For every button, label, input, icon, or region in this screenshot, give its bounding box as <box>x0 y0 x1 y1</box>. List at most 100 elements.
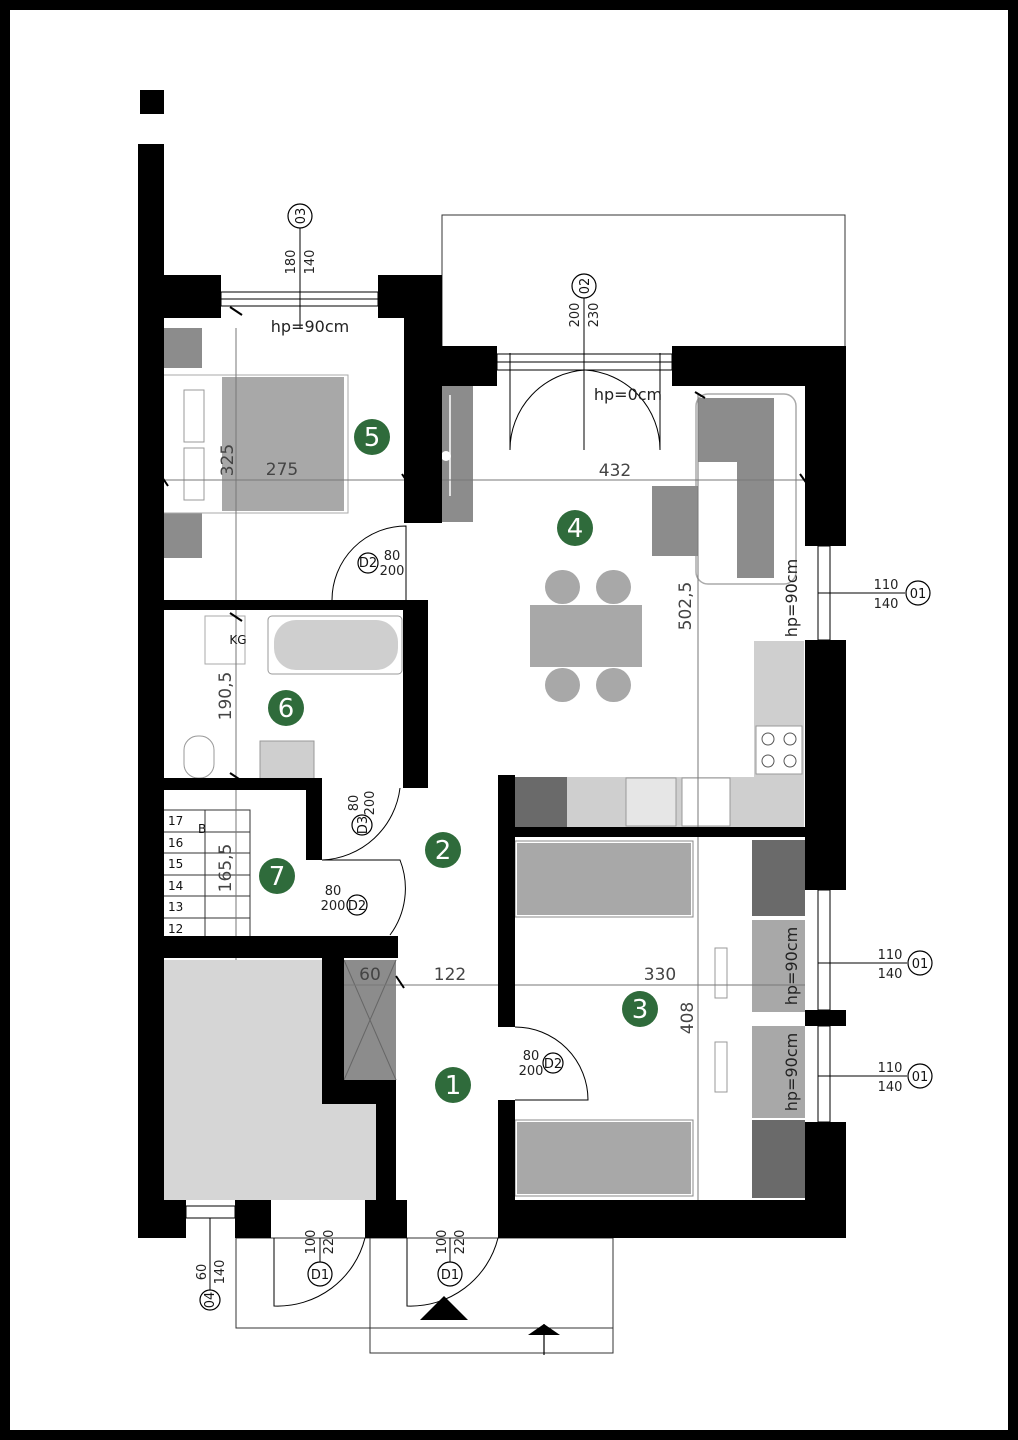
single-bed <box>517 1122 691 1194</box>
window-tag: 01 <box>912 1070 929 1085</box>
toilet <box>183 735 215 779</box>
room-marker-5 <box>354 419 390 455</box>
burner <box>783 732 797 746</box>
window-01-room3 <box>817 1025 831 1123</box>
bathtub <box>274 620 398 670</box>
room-number: 5 <box>364 423 381 453</box>
dimension-label: 122 <box>434 965 466 985</box>
dimension-lines <box>163 328 805 1200</box>
dimension-label: 275 <box>266 460 298 480</box>
wall-storage-east <box>322 958 344 1082</box>
stair-step-number: 16 <box>168 836 183 850</box>
window-tag: 01 <box>912 957 929 972</box>
tag-leaders <box>209 228 907 1310</box>
stair-step-number: 15 <box>168 857 183 871</box>
stair-step-number: 12 <box>168 922 183 936</box>
room-marker-6 <box>268 690 304 726</box>
desk-chair <box>714 947 728 999</box>
window-height: 140 <box>213 1260 228 1285</box>
entrance-terrace-outline <box>235 1237 614 1329</box>
chair <box>596 570 631 604</box>
door-swing-terrace-right <box>584 353 661 451</box>
door-swing-terrace-left <box>509 353 586 451</box>
wall-east <box>805 640 846 890</box>
room-number: 1 <box>445 1071 462 1101</box>
balcony-outline <box>441 214 846 361</box>
window-01-room3 <box>817 889 831 1011</box>
wall-south-segment <box>365 1200 407 1238</box>
stair-mark: B <box>198 822 206 836</box>
wall-north-segment <box>138 275 221 318</box>
wall-bath-south <box>163 778 309 790</box>
door-height: 220 <box>453 1230 468 1255</box>
door-height: 200 <box>380 564 405 579</box>
window-width: 110 <box>878 948 903 963</box>
door-swing-d1-main <box>406 1237 499 1307</box>
door-tag: D2 <box>544 1057 562 1072</box>
door-width: 80 <box>347 795 362 812</box>
wall-bath-east <box>403 600 428 788</box>
window-sill-height: hp=0cm <box>594 385 662 404</box>
cooktop <box>755 725 803 775</box>
coffee-table <box>652 486 698 556</box>
window-width: 200 <box>568 303 583 328</box>
room3-wardrobe <box>752 1120 805 1198</box>
burner <box>761 754 775 768</box>
door-height: 200 <box>321 899 346 914</box>
wall-east <box>805 1010 846 1026</box>
dimension-label: 408 <box>678 1002 698 1034</box>
dimension-label: 432 <box>599 461 631 481</box>
door-tag: D1 <box>311 1268 329 1283</box>
sofa-seat <box>698 398 774 462</box>
door-height: 200 <box>363 791 378 816</box>
pillow <box>183 447 205 501</box>
door-tag: D1 <box>441 1268 459 1283</box>
window-tag: 02 <box>578 278 593 295</box>
dimension-label: 330 <box>644 965 676 985</box>
floor-plan: 17 16 15 14 13 12 B <box>138 90 933 1355</box>
wall-room3-north <box>515 827 815 837</box>
dining-table <box>530 605 642 667</box>
room-number: 2 <box>435 836 452 866</box>
room-markers: 1 2 3 4 5 6 7 <box>259 419 658 1103</box>
door-height: 220 <box>322 1230 337 1255</box>
wall-storage-east <box>322 1080 376 1104</box>
tag-bubbles <box>199 203 933 1311</box>
fridge <box>515 777 567 827</box>
wall-east <box>805 1122 846 1238</box>
chair <box>545 570 580 604</box>
wall-storage-north <box>163 936 398 958</box>
chair <box>596 668 631 702</box>
window-height: 140 <box>874 597 899 612</box>
wall-south-segment <box>498 1200 846 1238</box>
wardrobe-knob <box>441 451 451 461</box>
wall-north-segment <box>428 346 497 386</box>
door-swing-d2-stair <box>322 859 406 936</box>
window-height: 140 <box>303 250 318 275</box>
door-swings <box>273 353 661 1307</box>
window-height: 140 <box>878 967 903 982</box>
dishwasher <box>681 777 731 827</box>
single-bed <box>517 843 691 915</box>
dimension-label: 502,5 <box>676 582 696 631</box>
stair-step-number: 13 <box>168 900 183 914</box>
storage-room-fill <box>162 960 376 1200</box>
window-tag: 03 <box>294 208 309 225</box>
door-width: 80 <box>384 549 401 564</box>
window-height: 230 <box>587 303 602 328</box>
door-swing-d2-bedroom <box>331 525 407 601</box>
room-number: 6 <box>278 694 295 724</box>
window-width: 180 <box>284 250 299 275</box>
door-tag: D3 <box>356 816 371 834</box>
room-marker-4 <box>557 510 593 546</box>
boiler-unit <box>204 615 246 665</box>
entrance-steps-outline <box>369 1237 614 1354</box>
wall-south-segment <box>138 1200 186 1238</box>
door-swing-d2-room3 <box>514 1026 589 1101</box>
wall-west <box>138 144 164 1238</box>
desk-chair <box>714 1041 728 1093</box>
sofa-seat <box>737 462 774 522</box>
nightstand <box>162 513 202 558</box>
door-tag: D2 <box>348 899 366 914</box>
